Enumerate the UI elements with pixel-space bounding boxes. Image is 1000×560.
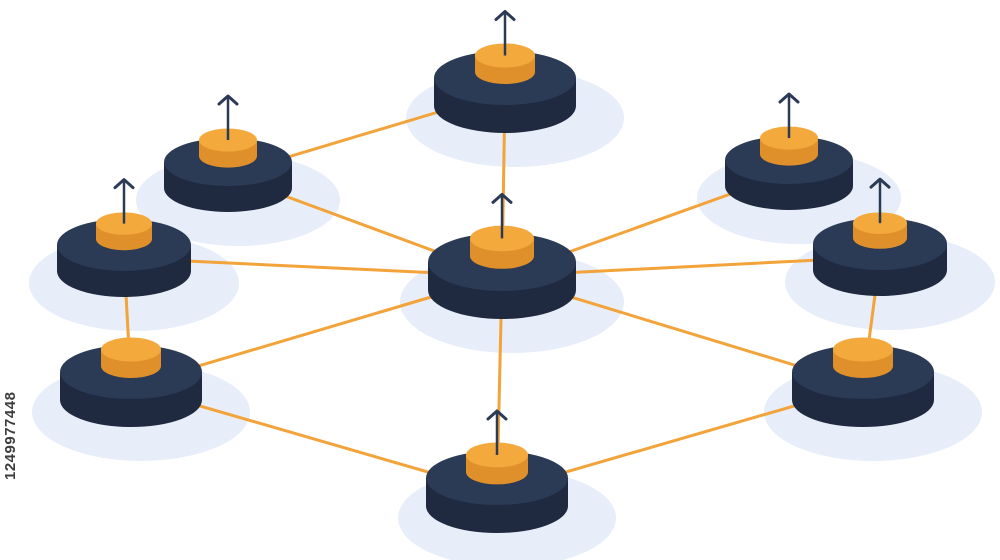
node-lower-right (792, 337, 934, 427)
arrow-up-icon-top (494, 10, 516, 21)
node-right (813, 177, 947, 296)
antenna-icon-right (869, 177, 891, 224)
node-top (434, 10, 576, 133)
node-left (57, 178, 191, 297)
arrow-up-icon-right (869, 177, 891, 189)
antenna-icon-top (494, 10, 516, 56)
network-nodes (57, 10, 947, 533)
watermark-id: 1249977448 (2, 391, 19, 481)
arrow-up-icon-hub (491, 192, 513, 204)
antenna-icon-upper-right (778, 92, 800, 139)
antenna-icon-hub (491, 192, 513, 239)
arrow-up-icon-bottom (486, 409, 508, 421)
node-lower-left (60, 337, 202, 427)
antenna-icon-left (113, 178, 135, 224)
arrow-up-icon-upper-left (217, 94, 239, 106)
node-upper-right (725, 92, 853, 210)
node-cap-top-lower-left (101, 337, 161, 362)
arrow-up-icon-left (113, 178, 135, 190)
node-cap-top-lower-right (833, 337, 893, 362)
node-hub (428, 192, 576, 319)
arrow-up-icon-upper-right (778, 92, 800, 104)
antenna-icon-bottom (486, 409, 508, 455)
node-bottom (426, 409, 568, 533)
node-upper-left (164, 94, 292, 212)
antenna-icon-upper-left (217, 94, 239, 141)
